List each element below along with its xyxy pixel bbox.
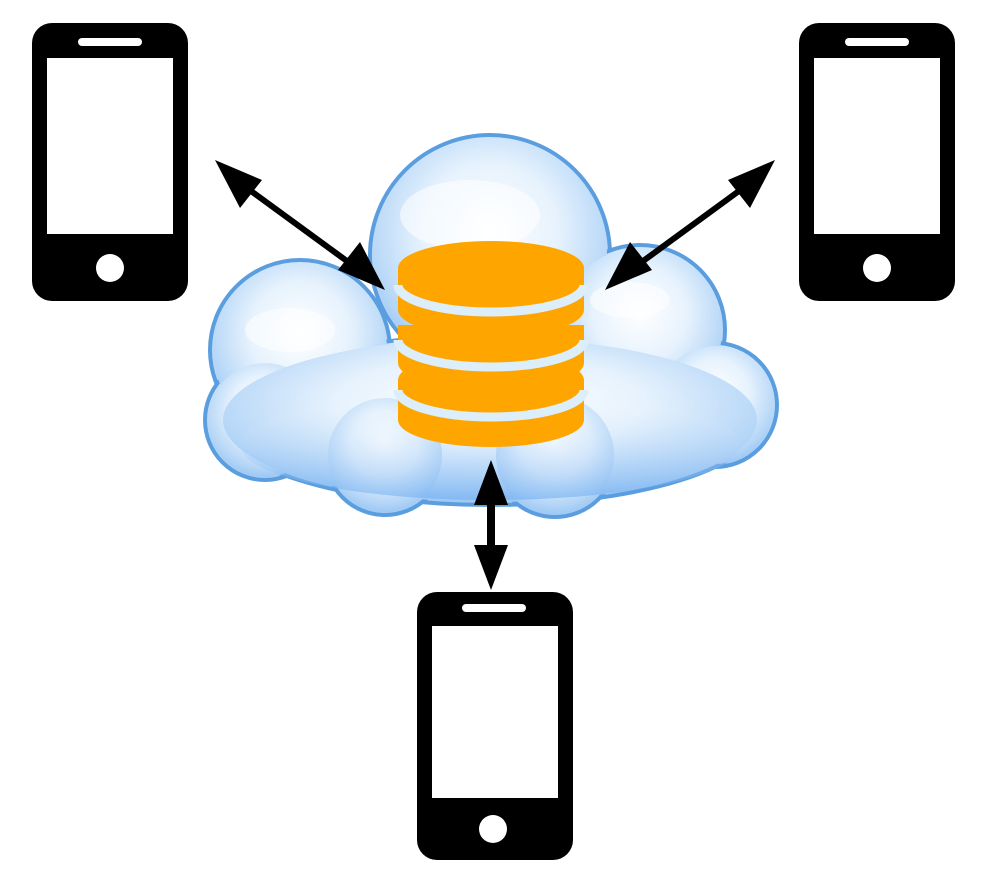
bidirectional-arrow-icon <box>474 460 508 590</box>
bidirectional-arrow-icon <box>605 160 775 290</box>
smartphone-icon <box>799 23 955 301</box>
database-icon <box>393 241 589 447</box>
bidirectional-arrow-icon <box>215 160 385 290</box>
smartphone-icon <box>32 23 188 301</box>
cloud-icon <box>203 133 779 519</box>
smartphone-icon <box>417 592 573 860</box>
